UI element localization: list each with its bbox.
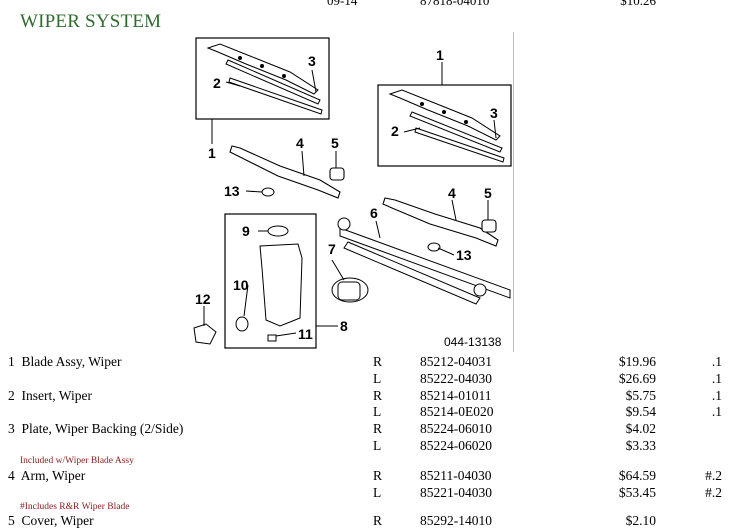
part-1-desc: 1 Blade Assy, Wiper — [8, 354, 122, 369]
part-4-side-r: R — [373, 468, 383, 483]
part-1-price-l: $26.69 — [618, 371, 656, 386]
callout-4b: 4 — [448, 185, 456, 201]
part-1-number-r: 85212-04031 — [420, 354, 492, 369]
part-4-note: #Includes R&R Wiper Blade — [20, 502, 130, 512]
reservoir-box — [224, 213, 317, 349]
part-5-price-r: $2.10 — [625, 513, 656, 528]
callout-6: 6 — [370, 205, 378, 221]
part-3-number-r: 85224-06010 — [420, 421, 492, 436]
part-1-number-l: 85222-04030 — [420, 371, 492, 386]
part-4-labor-l: #.2 — [705, 485, 722, 500]
part-3-desc: 3 Plate, Wiper Backing (2/Side) — [8, 421, 184, 436]
part-4-labor-r: #.2 — [705, 468, 722, 483]
part-5-number-r: 85292-14010 — [420, 513, 492, 528]
part-2-labor-r: .1 — [711, 388, 722, 403]
washer-pump — [193, 323, 217, 345]
part-1-side-r: R — [373, 354, 383, 369]
part-5-desc: 5 Cover, Wiper — [8, 513, 94, 528]
nut-13-right — [427, 242, 441, 252]
callout-8: 8 — [340, 318, 348, 334]
part-2-side-l: L — [373, 404, 382, 419]
part-3-price-l: $3.33 — [625, 438, 656, 453]
callout-3a: 3 — [308, 53, 316, 69]
blade-box-left — [195, 37, 330, 120]
divider — [513, 32, 514, 352]
callout-1a: 1 — [208, 145, 216, 161]
part-4-price-l: $53.45 — [618, 485, 656, 500]
part-4-number-l: 85221-04030 — [420, 485, 492, 500]
callout-13a: 13 — [224, 183, 240, 199]
blade-box-right — [377, 84, 512, 167]
part-5-side-r: R — [373, 513, 383, 528]
diagram-code: 044-13138 — [444, 335, 502, 349]
wiper-motor — [331, 277, 369, 303]
part-4-price-r: $64.59 — [618, 468, 656, 483]
callout-3b: 3 — [490, 105, 498, 121]
section-title: WIPER SYSTEM — [20, 11, 162, 32]
callout-1b: 1 — [436, 47, 444, 63]
callout-5b: 5 — [484, 185, 492, 201]
part-3-side-l: L — [373, 438, 382, 453]
prev-row-price: $10.26 — [620, 0, 656, 8]
part-1-price-r: $19.96 — [618, 354, 656, 369]
callout-9: 9 — [242, 223, 250, 239]
callout-5a: 5 — [331, 135, 339, 151]
part-2-labor-l: .1 — [711, 404, 722, 419]
prev-row-part-number: 87818-04010 — [420, 0, 490, 8]
callout-4a: 4 — [296, 135, 304, 151]
part-1-labor-l: .1 — [711, 371, 722, 386]
part-3-price-r: $4.02 — [625, 421, 656, 436]
part-2-price-l: $9.54 — [625, 404, 656, 419]
part-2-side-r: R — [373, 388, 383, 403]
wiper-linkage — [337, 217, 511, 305]
callout-2a: 2 — [213, 75, 221, 91]
part-4-number-r: 85211-04030 — [420, 468, 492, 483]
part-1-labor-r: .1 — [711, 354, 722, 369]
part-2-price-r: $5.75 — [625, 388, 656, 403]
part-2-number-r: 85214-01011 — [420, 388, 492, 403]
callout-10: 10 — [233, 277, 249, 293]
part-3-side-r: R — [373, 421, 383, 436]
callout-12: 12 — [195, 291, 211, 307]
callout-2b: 2 — [391, 123, 399, 139]
nut-13-left — [261, 187, 275, 197]
part-3-note: Included w/Wiper Blade Assy — [20, 456, 134, 466]
prev-row-year: 09-14 — [327, 0, 358, 8]
part-1-side-l: L — [373, 371, 382, 386]
blade-left — [206, 43, 323, 115]
blade-right — [388, 89, 505, 163]
callout-11: 11 — [298, 326, 313, 342]
wiper-arm-right — [382, 197, 499, 247]
part-3-number-l: 85224-06020 — [420, 438, 492, 453]
part-2-desc: 2 Insert, Wiper — [8, 388, 92, 403]
part-4-desc: 4 Arm, Wiper — [8, 468, 86, 483]
part-4-side-l: L — [373, 485, 382, 500]
callout-13b: 13 — [456, 247, 472, 263]
washer-reservoir — [235, 225, 303, 342]
part-2-number-l: 85214-0E020 — [420, 404, 494, 419]
callout-7: 7 — [328, 241, 336, 257]
wiper-arm-left — [229, 145, 345, 199]
wiper-system-diagram: 1 2 3 1 2 3 4 5 13 6 4 5 9 7 13 10 12 11… — [193, 37, 512, 349]
